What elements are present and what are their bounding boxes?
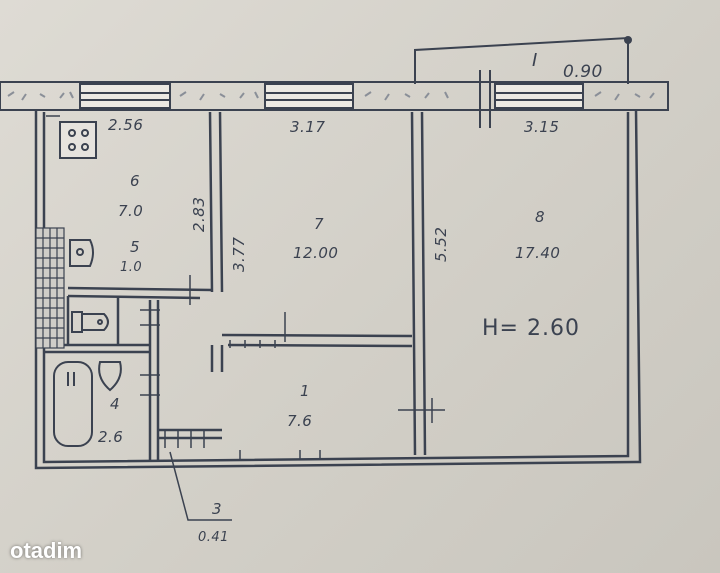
room-4-number: 4 xyxy=(110,395,121,413)
room7-width-label: 3.17 xyxy=(290,118,326,136)
room-5-area: 1.0 xyxy=(120,260,143,275)
room-8-number: 8 xyxy=(535,208,546,226)
room-7-area: 12.00 xyxy=(293,244,339,262)
room-3-number: 3 xyxy=(212,500,223,518)
bathtub-icon xyxy=(53,361,122,447)
room7-depth-label: 3.77 xyxy=(230,236,248,272)
interior-walls xyxy=(44,111,427,462)
room-7-number: 7 xyxy=(314,215,325,233)
room-6-number: 6 xyxy=(130,172,141,190)
door-ticks xyxy=(140,275,445,460)
room-3-area: 0.41 xyxy=(198,530,229,545)
room-5-number: 5 xyxy=(130,238,141,256)
watermark-logo: otadim xyxy=(10,538,83,563)
tiled-wall xyxy=(35,227,65,349)
sink-icon xyxy=(69,239,94,267)
ceiling-height-label: H= 2.60 xyxy=(482,316,580,341)
balcony-width-label: 0.90 xyxy=(563,62,603,82)
section-mark: I xyxy=(532,50,538,71)
room-4-area: 2.6 xyxy=(98,428,124,446)
leader-line-3 xyxy=(169,451,232,521)
room-1-number: 1 xyxy=(300,382,311,400)
room8-width-label: 3.15 xyxy=(524,118,560,136)
kitchen-depth-label: 2.83 xyxy=(190,196,208,232)
window-room8 xyxy=(494,83,584,109)
wall-hatching xyxy=(7,91,655,101)
room-1-area: 7.6 xyxy=(287,412,313,430)
window-room7 xyxy=(264,83,354,109)
balcony-outline xyxy=(414,36,632,84)
room8-depth-label: 5.52 xyxy=(432,226,450,262)
toilet-icon xyxy=(71,311,109,333)
room-8-area: 17.40 xyxy=(515,244,561,262)
stove-icon xyxy=(59,121,97,159)
exterior-wall xyxy=(0,70,669,128)
window-kitchen xyxy=(79,83,171,109)
balcony-door xyxy=(479,70,491,128)
kitchen-width-label: 2.56 xyxy=(108,116,144,134)
room-6-area: 7.0 xyxy=(118,202,144,220)
